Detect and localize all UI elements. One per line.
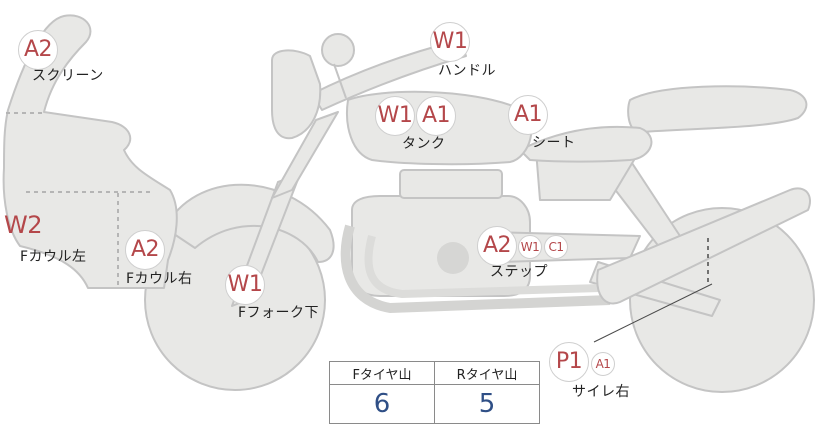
label-tank: タンク (402, 136, 446, 152)
marker-fork[interactable]: W1 (225, 265, 265, 305)
label-rcowl: Fカウル右 (126, 271, 193, 287)
tire-table-header-row: Fタイヤ山 Rタイヤ山 (329, 361, 540, 385)
marker-step-a[interactable]: A2 (477, 226, 517, 266)
muffler-leader-line (593, 283, 713, 343)
seat-front (519, 125, 653, 163)
frame-downtube (271, 111, 339, 199)
marker-step-w[interactable]: W1 (518, 235, 542, 259)
label-lcowl: Fカウル左 (20, 249, 87, 265)
engine-cover (437, 242, 469, 274)
label-step: ステップ (490, 264, 548, 280)
marker-tank-w[interactable]: W1 (375, 96, 415, 136)
front-fender (164, 183, 335, 263)
marker-rcowl[interactable]: A2 (125, 230, 165, 270)
tire-tread-table: Fタイヤ山 Rタイヤ山 6 5 (329, 361, 540, 424)
tire-value-front[interactable]: 6 (329, 384, 435, 424)
mirror (321, 33, 355, 67)
marker-screen[interactable]: A2 (18, 30, 58, 70)
label-fork: Fフォーク下 (238, 305, 320, 321)
handlebar (311, 39, 467, 111)
marker-step-c[interactable]: C1 (544, 235, 568, 259)
tire-header-rear: Rタイヤ山 (434, 361, 540, 385)
marker-muffler-p[interactable]: P1 (549, 342, 589, 382)
label-screen: スクリーン (32, 68, 104, 84)
exhaust-pipe (340, 224, 611, 313)
marker-muffler-a[interactable]: A1 (591, 352, 615, 376)
tire-value-rear[interactable]: 5 (434, 384, 540, 424)
marker-handle[interactable]: W1 (430, 22, 470, 62)
tire-header-front: Fタイヤ山 (329, 361, 435, 385)
label-handle: ハンドル (438, 63, 496, 79)
marker-lcowl[interactable]: W2 (4, 211, 43, 239)
mirror-stem (333, 63, 347, 99)
headlight (271, 49, 322, 140)
label-seat: シート (532, 135, 576, 151)
front-cowl (2, 14, 178, 289)
exhaust-pipe-2 (364, 234, 601, 298)
marker-seat[interactable]: A1 (508, 95, 548, 135)
muffler (596, 187, 811, 305)
label-muffler: サイレ右 (572, 384, 630, 400)
tire-table-value-row: 6 5 (329, 384, 540, 424)
marker-tank-a[interactable]: A1 (416, 96, 456, 136)
seat-rear (627, 85, 808, 133)
engine-head (399, 169, 503, 199)
